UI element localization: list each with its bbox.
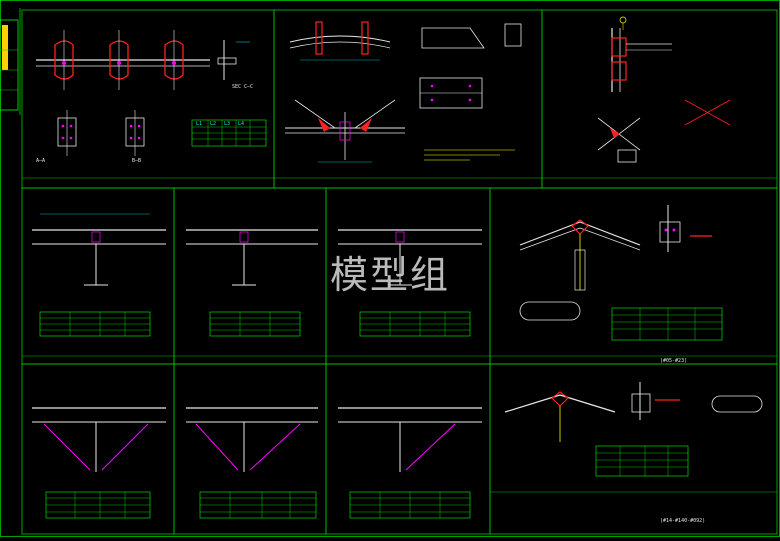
knee-brace-bot-3 xyxy=(338,407,482,519)
beam-detail-mid-2 xyxy=(186,229,318,337)
knee-brace-bot-1 xyxy=(32,407,166,519)
table-header-l1: L1 xyxy=(196,121,203,127)
panel-top-right xyxy=(541,9,778,189)
column-bracket-detail xyxy=(611,16,672,92)
panel-mid-4 xyxy=(489,187,778,365)
panel-bot-4 xyxy=(489,363,778,535)
panel-top-mid xyxy=(273,9,543,189)
brace-connection xyxy=(285,99,405,163)
section-aa-label: A—A xyxy=(36,158,46,164)
splice-table xyxy=(191,119,267,147)
knee-brace-bot-2 xyxy=(186,407,318,519)
splice-detail-1 xyxy=(36,30,250,90)
panel-top-left xyxy=(21,9,275,189)
title-strip-mark xyxy=(2,25,8,70)
base-plate-detail xyxy=(419,23,522,109)
table-header-l2: L2 xyxy=(210,121,217,127)
notes-block xyxy=(424,149,515,161)
beam-detail-mid-1 xyxy=(32,213,166,337)
section-bb xyxy=(125,110,145,156)
ridge-connection xyxy=(289,21,391,61)
beam-detail-mid-3 xyxy=(338,229,482,337)
mid-right-code: (#05-#23) xyxy=(660,358,688,364)
bracing-angle-detail xyxy=(597,99,731,163)
ridge-detail-mid-4 xyxy=(519,205,723,341)
title-strip xyxy=(0,19,19,111)
table-header-l3: L3 xyxy=(224,121,231,127)
section-bb-label: B—B xyxy=(132,158,142,164)
bottom-right-code: (#14-#140-#092) xyxy=(660,518,706,524)
panel-mid-2 xyxy=(173,187,327,365)
panel-bot-2 xyxy=(173,363,327,535)
ridge-detail-bot-4 xyxy=(504,382,763,477)
panel-mid-1 xyxy=(21,187,175,365)
section-aa xyxy=(57,110,77,156)
panel-bot-3 xyxy=(325,363,491,535)
table-header-l4: L4 xyxy=(238,121,245,127)
watermark-text: 模型组 xyxy=(330,253,451,297)
section-cc-label: SEC C—C xyxy=(232,84,254,90)
panel-bot-1 xyxy=(21,363,175,535)
